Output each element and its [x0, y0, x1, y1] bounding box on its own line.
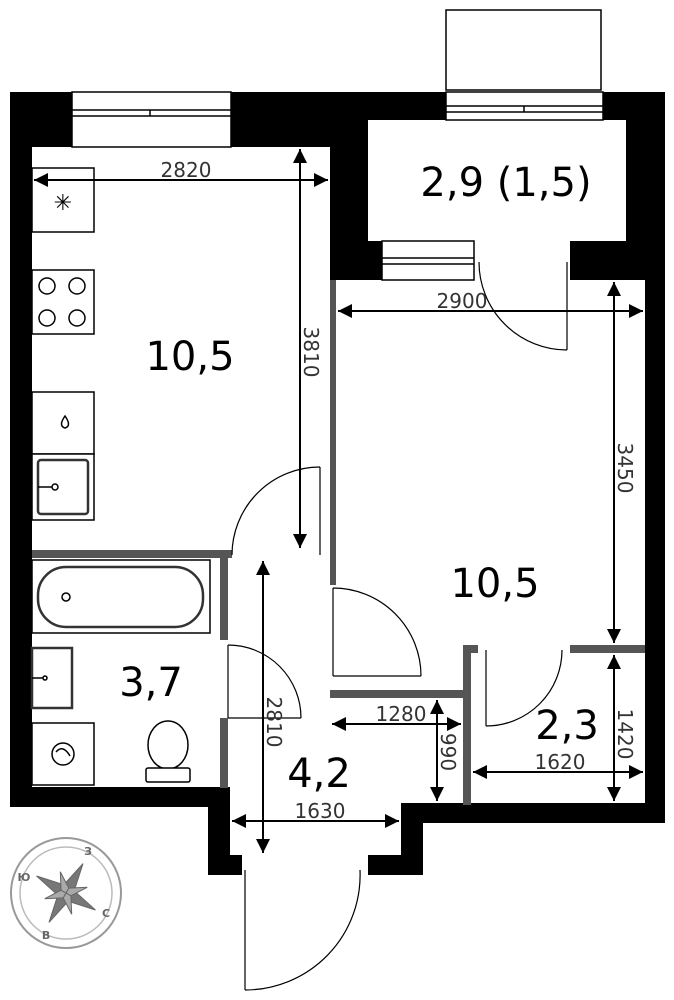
kitchen-sink [31, 453, 95, 521]
bathroom-sink [30, 646, 74, 710]
area-hall: 4,2 [287, 751, 351, 797]
dim-hall-length: 2810 [262, 697, 286, 748]
dimension-lines [34, 149, 643, 853]
dim-hall-niche-width: 1280 [376, 702, 427, 726]
compass-north-label: З [84, 845, 92, 858]
fridge: ✳ [31, 167, 95, 233]
area-closet: 2,3 [535, 703, 599, 749]
dim-living-width: 2900 [437, 289, 488, 313]
exterior-walls [10, 92, 665, 875]
area-bathroom: 3,7 [119, 660, 183, 706]
dim-kitchen-width: 2820 [161, 158, 212, 182]
compass-east-label: С [102, 907, 110, 920]
bathtub [31, 559, 211, 634]
dim-hall-width: 1630 [295, 799, 346, 823]
balcony-outer-window [445, 9, 602, 91]
area-living-room: 10,5 [450, 561, 539, 607]
area-balcony: 2,9 (1,5) [420, 160, 591, 206]
dim-closet-width: 1620 [535, 750, 586, 774]
compass-south-label: В [42, 929, 50, 942]
compass-west-label: Ю [18, 871, 31, 884]
washing-machine [31, 722, 95, 786]
partition-walls [32, 280, 645, 805]
kitchen-window [71, 91, 232, 148]
dim-hall-niche-depth: 990 [436, 733, 460, 771]
living-balcony-window [381, 240, 475, 281]
drop-icon [60, 414, 70, 429]
dim-closet-length: 1420 [613, 709, 637, 760]
dishwasher [31, 391, 95, 455]
dim-kitchen-length: 3810 [299, 327, 323, 378]
toilet [145, 720, 191, 783]
stove [31, 269, 95, 335]
snowflake-icon: ✳ [54, 191, 72, 216]
balcony-window [445, 91, 604, 121]
dim-living-length: 3450 [613, 443, 637, 494]
compass-rose-icon: З С В Ю [10, 837, 122, 949]
door-swings [227, 261, 568, 991]
area-kitchen: 10,5 [145, 334, 234, 380]
